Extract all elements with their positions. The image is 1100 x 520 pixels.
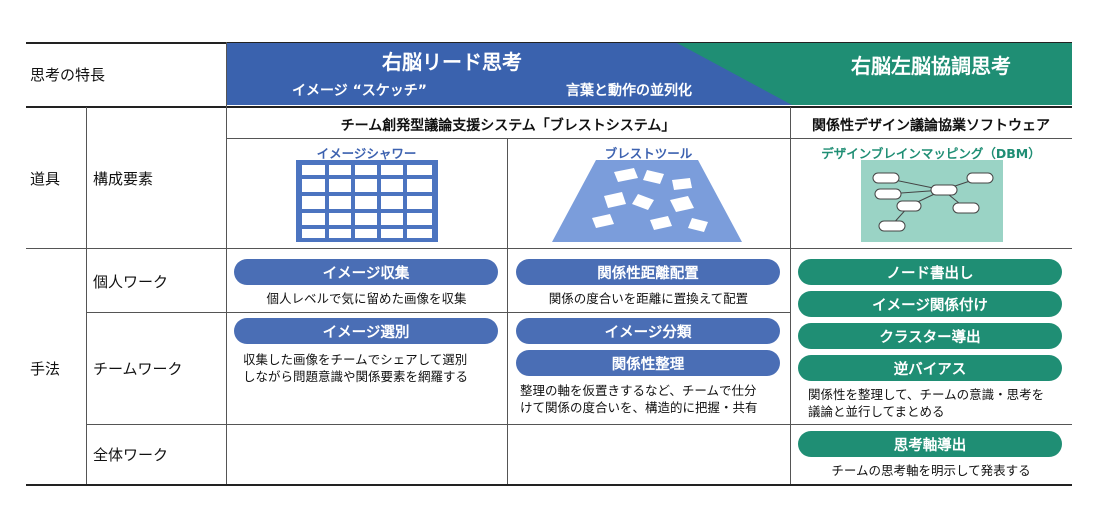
dbm-title: デザインブレインマッピング（DBM） [821,146,1041,161]
team-row-label: チームワーク [93,360,183,378]
image-classification-pill: イメージ分類 [516,318,780,344]
brainstorm-tool-title: ブレストツール [604,146,693,161]
relation-distance-desc: 関係の度合いを距離に置換えて配置 [548,291,749,306]
header-row-label: 思考の特長 [30,66,106,84]
individual-bottom-line [86,312,790,313]
tools-row-label: 構成要素 [93,170,154,188]
dbm-map-icon [861,160,1003,242]
image-selection-desc-line2: しながら問題意識や関係要素を網羅する [243,369,469,384]
image-selection-pill: イメージ選別 [234,318,498,344]
relation-organize-desc-line1: 整理の軸を仮置きするなど、チームで仕分 [520,383,757,398]
image-shower-grid-icon [296,160,438,242]
thinking-axis-pill: 思考軸導出 [798,431,1062,457]
left-header-sub2: 言葉と動作の並列化 [566,83,692,99]
image-collection-desc: 個人レベルで気に留めた画像を収集 [266,291,467,306]
reverse-bias-desc-line1: 関係性を整理して、チームの意識・思考を [808,387,1045,402]
thinking-axis-desc: チームの思考軸を明示して発表する [831,463,1031,478]
relation-organize-pill: 関係性整理 [516,350,780,376]
reverse-bias-pill: 逆バイアス [798,355,1062,381]
col-divider-3 [790,107,791,484]
col-divider-main [226,42,227,484]
relation-distance-pill: 関係性距離配置 [516,259,780,285]
tools-bottom-line [26,248,1072,249]
cluster-derivation-pill: クラスター導出 [798,323,1062,349]
col-divider-2 [507,139,508,484]
image-selection-desc-line1: 収集した画像をチームでシェアして選別 [243,352,468,367]
image-collection-pill: イメージ収集 [234,259,498,285]
image-shower-title: イメージシャワー [316,146,417,161]
relation-organize-desc-line2: けて関係の度合いを、構造的に把握・共有 [520,400,758,415]
team-bottom-line [86,424,1072,425]
tools-subheader-line [226,138,1072,139]
left-header-title: 右脳リード思考 [382,50,522,74]
brainstorm-tool-icon [552,160,742,242]
relation-software-title: 関係性デザイン議論協業ソフトウェア [812,118,1050,134]
col-divider-labels [86,107,87,484]
brainstorm-system-title: チーム創発型議論支援システム「ブレストシステム」 [340,118,676,134]
header-bottom-border [26,106,1072,108]
whole-row-label: 全体ワーク [93,446,169,464]
header-banner [227,43,1072,105]
reverse-bias-desc-line2: 議論と並行してまとめる [808,404,945,419]
image-relation-pill: イメージ関係付け [798,291,1062,317]
tools-section-label: 道具 [30,170,61,188]
bottom-border [26,484,1072,486]
node-writeout-pill: ノード書出し [798,259,1062,285]
individual-row-label: 個人ワーク [93,273,169,291]
method-section-label: 手法 [30,360,61,378]
left-header-sub1: イメージ “スケッチ” [292,83,427,99]
right-header-title: 右脳左脳協調思考 [851,54,1011,78]
